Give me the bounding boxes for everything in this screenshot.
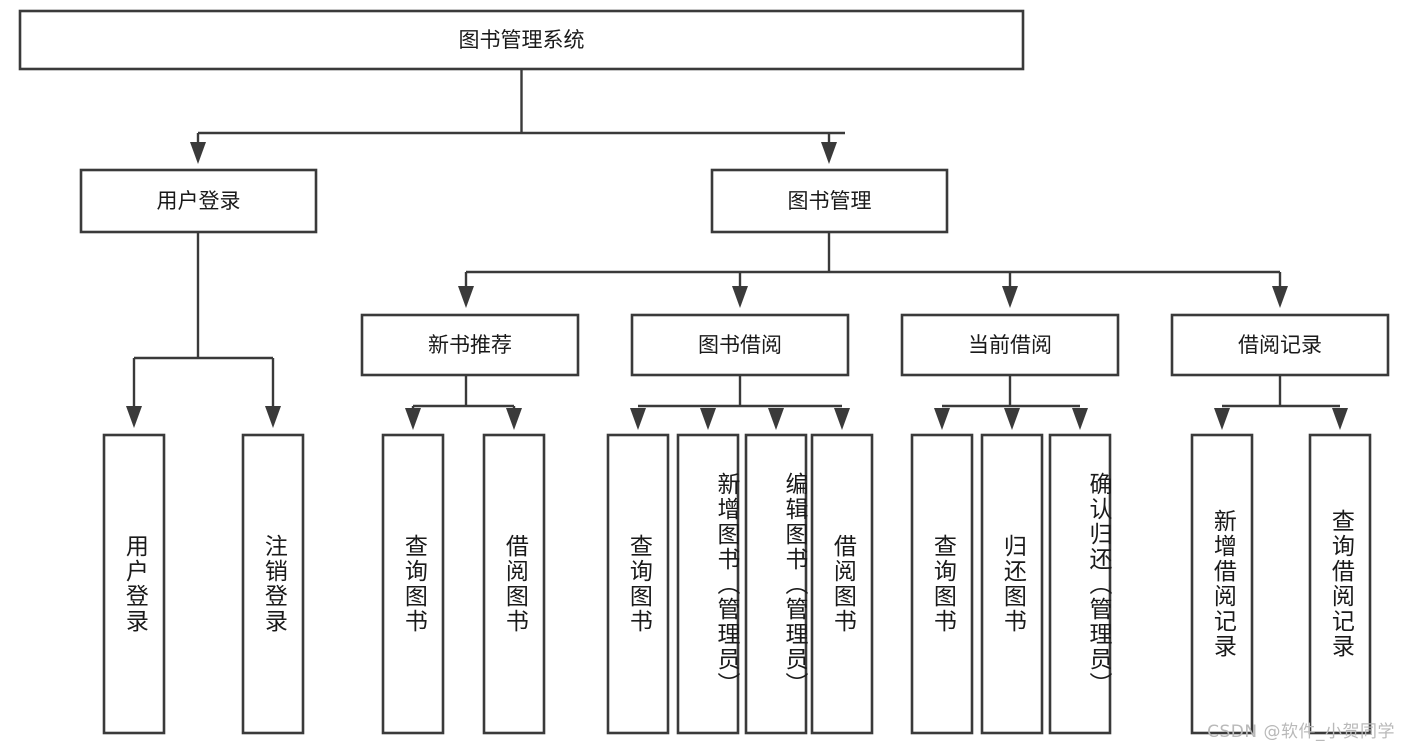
arrow-head-leaf-return-book	[1004, 408, 1020, 430]
leaf-node-boxes	[102, 433, 1372, 735]
node-new-book-recommend-label: 新书推荐	[428, 333, 512, 357]
connector-borrowrecord-to-leaves	[1214, 375, 1348, 430]
node-book-borrow[interactable]: 图书借阅	[630, 313, 850, 377]
node-root[interactable]: 图书管理系统	[18, 9, 1025, 71]
arrow-head-newbook	[458, 286, 474, 308]
connector-userlogin-to-leaves	[126, 232, 281, 428]
node-book-borrow-label: 图书借阅	[698, 333, 782, 357]
node-root-box[interactable]	[18, 9, 1025, 71]
leaf-return-book-box[interactable]	[980, 433, 1044, 735]
arrow-head-leaf-add-record	[1214, 408, 1230, 430]
leaf-query-book-2-box[interactable]	[606, 433, 670, 735]
node-book-manage[interactable]: 图书管理	[710, 168, 949, 234]
leaf-query-book-3-box[interactable]	[910, 433, 974, 735]
arrow-head-book-manage	[821, 142, 837, 164]
arrow-head-leaf-borrow-book-2	[834, 408, 850, 430]
node-new-book-recommend[interactable]: 新书推荐	[360, 313, 580, 377]
node-root-label: 图书管理系统	[459, 28, 585, 52]
node-borrow-record[interactable]: 借阅记录	[1170, 313, 1390, 377]
leaf-query-book-1-box[interactable]	[381, 433, 445, 735]
csdn-watermark: CSDN @软件_小贺同学	[1207, 722, 1395, 742]
arrow-head-leaf-user-login	[126, 406, 142, 428]
node-user-login-label: 用户登录	[157, 189, 241, 213]
arrow-head-leaf-borrow-book-1	[506, 408, 522, 430]
node-current-borrow[interactable]: 当前借阅	[900, 313, 1120, 377]
arrow-head-leaf-confirm-return	[1072, 408, 1088, 430]
arrow-head-leaf-query-book-3	[934, 408, 950, 430]
node-new-book-recommend-box[interactable]	[360, 313, 580, 377]
leaf-confirm-return-box[interactable]	[1048, 433, 1112, 735]
leaf-query-record-box[interactable]	[1308, 433, 1372, 735]
arrow-head-leaf-logout	[265, 406, 281, 428]
node-current-borrow-label: 当前借阅	[968, 333, 1052, 357]
leaf-logout-box[interactable]	[241, 433, 305, 735]
leaf-user-login-box[interactable]	[102, 433, 166, 735]
connector-bookmanage-to-level3	[458, 232, 1288, 308]
node-borrow-record-box[interactable]	[1170, 313, 1390, 377]
node-book-borrow-box[interactable]	[630, 313, 850, 377]
node-book-manage-box[interactable]	[710, 168, 949, 234]
arrow-head-bookborrow	[732, 286, 748, 308]
arrow-head-user-login	[190, 142, 206, 164]
node-book-manage-label: 图书管理	[788, 189, 872, 213]
leaf-add-record-box[interactable]	[1190, 433, 1254, 735]
arrow-head-leaf-edit-book	[768, 408, 784, 430]
arrow-head-leaf-add-book	[700, 408, 716, 430]
arrow-head-leaf-query-book-2	[630, 408, 646, 430]
leaf-borrow-book-2-box[interactable]	[810, 433, 874, 735]
arrow-head-leaf-query-book-1	[405, 408, 421, 430]
node-borrow-record-label: 借阅记录	[1238, 333, 1322, 357]
leaf-edit-book-box[interactable]	[744, 433, 808, 735]
connector-bookborrow-to-leaves	[630, 375, 850, 430]
node-user-login[interactable]: 用户登录	[79, 168, 318, 234]
node-current-borrow-box[interactable]	[900, 313, 1120, 377]
connector-root-to-level2	[190, 69, 845, 164]
arrow-head-borrowrecord	[1272, 286, 1288, 308]
arrow-head-currentborrow	[1002, 286, 1018, 308]
connector-currentborrow-to-leaves	[934, 375, 1088, 430]
arrow-head-leaf-query-record	[1332, 408, 1348, 430]
leaf-add-book-box[interactable]	[676, 433, 740, 735]
leaf-borrow-book-1-box[interactable]	[482, 433, 546, 735]
connector-newbook-to-leaves	[405, 375, 522, 430]
node-user-login-box[interactable]	[79, 168, 318, 234]
